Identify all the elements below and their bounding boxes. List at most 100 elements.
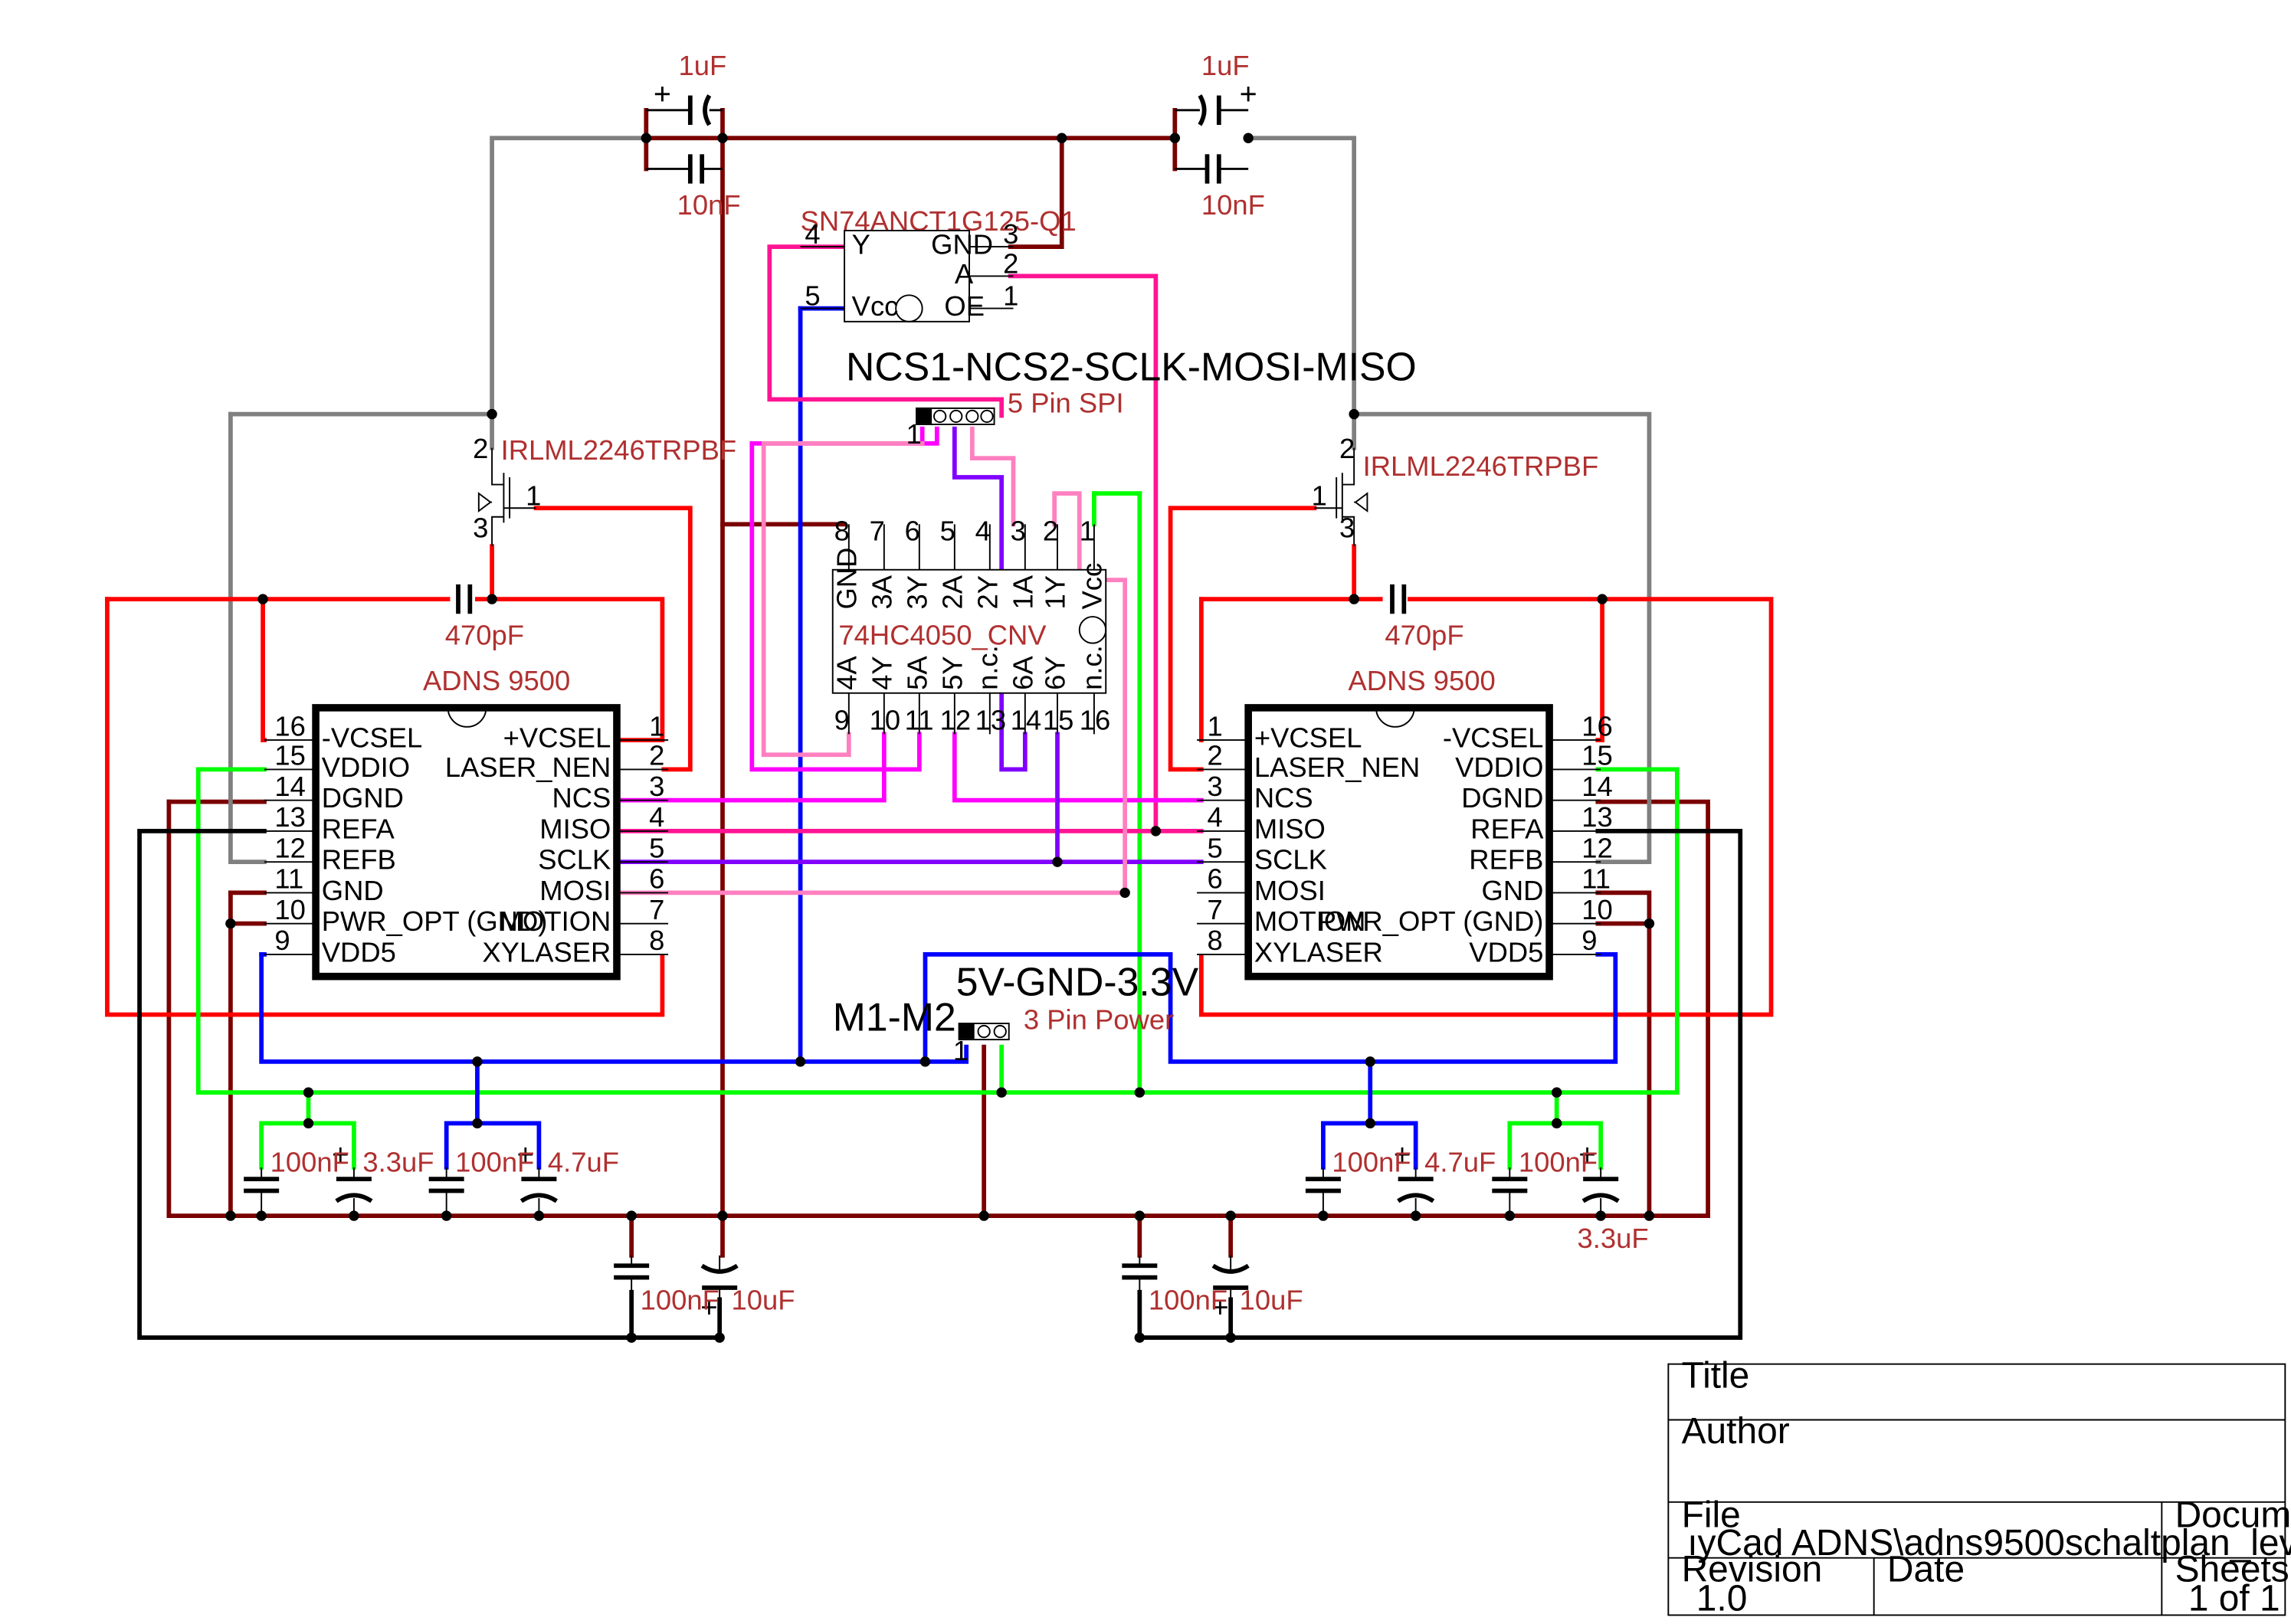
mosfet-left-pin1: 1 (526, 480, 541, 511)
adns-pin-number: 5 (649, 832, 664, 863)
wire-net-3v3 (195, 491, 1680, 1170)
adns-pin-label: REFB (1469, 844, 1543, 876)
wire-net-gnd (166, 107, 1710, 1258)
adns-pin-number: 9 (274, 925, 290, 956)
cap-top-right-10nf: 10nF (1201, 189, 1265, 221)
shifter-bottom-pin-number: 13 (975, 705, 1007, 736)
shifter-bottom-pin-number: 11 (905, 705, 934, 736)
shifter-bottom-pin-label: n.c. (972, 645, 1003, 690)
shifter-top-pin-number: 6 (905, 515, 920, 546)
adns-pin-number: 11 (274, 863, 303, 895)
mosfet-left-name: IRLML2246TRPBF (501, 434, 737, 466)
adns-pin-label: PWR_OPT (GND) (322, 905, 548, 937)
cap-label: 100nF (455, 1147, 534, 1178)
adns-pin-number: 6 (649, 863, 664, 895)
adns-pin-number: 1 (649, 710, 664, 742)
junctions (225, 133, 1655, 1343)
spi-pin-1: 1 (906, 418, 922, 450)
wire-net-mosi (615, 426, 1128, 895)
wires (105, 107, 1774, 1341)
adns-pin-number: 7 (649, 894, 664, 925)
shifter-top-pin-number: 5 (940, 515, 955, 546)
mosfet-right (1314, 447, 1368, 547)
buffer-pin-y: Y (852, 229, 870, 260)
adns-pin-label: XYLASER (1254, 937, 1383, 968)
adns-pin-label: MOSI (539, 875, 611, 906)
level-shifter-pins: 8GND94A73A104Y63Y115A52A125Y42Y13n.c.31A… (831, 515, 1110, 735)
adns-pin-label: -VCSEL (322, 722, 423, 754)
shifter-bottom-pin-label: 6A (1007, 656, 1038, 690)
power-connector (958, 1023, 1010, 1041)
file-label: File (1682, 1495, 1741, 1535)
shifter-top-pin-label: Vcc (1077, 563, 1108, 610)
buffer-pin-vcc: Vcc (852, 290, 899, 322)
adns-pin-label: SCLK (1254, 844, 1327, 876)
spi-connector (916, 407, 995, 425)
cap-polarity-marks: + + + + + + (332, 1138, 1596, 1324)
shifter-top-pin-label: 2Y (972, 575, 1003, 610)
cap-470pf-right-label: 470pF (1385, 620, 1463, 651)
buffer-num-3: 3 (1003, 218, 1018, 250)
shifter-top-pin-label: 1Y (1040, 575, 1071, 610)
adns-pin-label: MOSI (1254, 875, 1326, 906)
shifter-top-pin-number: 1 (1080, 515, 1095, 546)
mosfet-right-pin2: 2 (1339, 433, 1355, 464)
adns-pin-label: +VCSEL (503, 722, 611, 754)
bottom-caps (244, 1167, 1620, 1300)
cap-label: 100nF (1519, 1147, 1598, 1178)
adns-pin-number: 15 (274, 740, 306, 771)
shifter-bottom-pin-number: 10 (870, 705, 901, 736)
adns-pin-number: 14 (1581, 771, 1613, 802)
adns-pin-number: 11 (1581, 863, 1611, 895)
adns-pin-number: 12 (274, 832, 306, 863)
revision-label: Revision (1682, 1549, 1823, 1590)
sheets-value: 1 of 1 (2188, 1579, 2280, 1619)
shifter-top-pin-number: 2 (1043, 515, 1058, 546)
adns-pin-label: LASER_NEN (445, 751, 611, 783)
motor-label: M1-M2 (833, 995, 956, 1040)
adns-pin-label: VDD5 (322, 937, 396, 968)
cap-label: 100nF (1149, 1285, 1227, 1316)
shifter-bottom-pin-number: 16 (1080, 705, 1111, 736)
adns-left-ic (312, 704, 621, 981)
plus-mark: + (332, 1138, 349, 1171)
adns-pin-number: 13 (1581, 801, 1613, 833)
author-label: Author (1682, 1411, 1790, 1452)
adns-pin-number: 13 (274, 801, 306, 833)
shifter-bottom-pin-label: 6Y (1040, 656, 1071, 690)
mosfet-left (477, 447, 536, 547)
adns-pin-label: SCLK (538, 844, 611, 876)
buffer-pin-a: A (955, 258, 974, 290)
adns-pin-label: NCS (552, 782, 611, 814)
plus-mark: + (1394, 1138, 1411, 1171)
adns-pin-number: 2 (649, 740, 664, 771)
wire-net-laser (105, 506, 1774, 1017)
mosfet-left-pin3: 3 (473, 512, 488, 544)
shifter-bottom-pin-number: 9 (834, 705, 850, 736)
shifter-bottom-pin-number: 12 (940, 705, 972, 736)
wire-net-vcsel (228, 136, 1652, 865)
spi-connector-label: 5 Pin SPI (1008, 388, 1124, 419)
document-label: Document (2175, 1495, 2291, 1535)
cap-label: 10uF (732, 1285, 795, 1316)
cap-label: 100nF (641, 1285, 719, 1316)
adns-pin-label: GND (1482, 875, 1544, 906)
buffer-ic (800, 230, 1014, 323)
adns-pin-label: REFB (322, 844, 396, 876)
adns-pin-label: REFA (322, 814, 395, 845)
adns-pin-label: GND (322, 875, 384, 906)
buffer-num-1: 1 (1003, 280, 1018, 312)
cap-470pf-left-label: 470pF (445, 620, 524, 651)
level-shifter-ic (831, 568, 1107, 694)
shifter-bottom-pin-label: 4Y (866, 656, 897, 690)
adns-pin-number: 15 (1581, 740, 1613, 771)
cap-top-left-group (646, 87, 723, 184)
cap-label: 100nF (1332, 1147, 1411, 1178)
shifter-top-pin-number: 8 (834, 515, 850, 546)
buffer-num-2: 2 (1003, 248, 1018, 280)
adns-pin-label: VDD5 (1469, 937, 1543, 968)
spi-net-title: NCS1-NCS2-SCLK-MOSI-MISO (846, 345, 1417, 389)
revision-value: 1.0 (1696, 1579, 1748, 1619)
cap-top-right-1uf: 1uF (1201, 50, 1250, 81)
